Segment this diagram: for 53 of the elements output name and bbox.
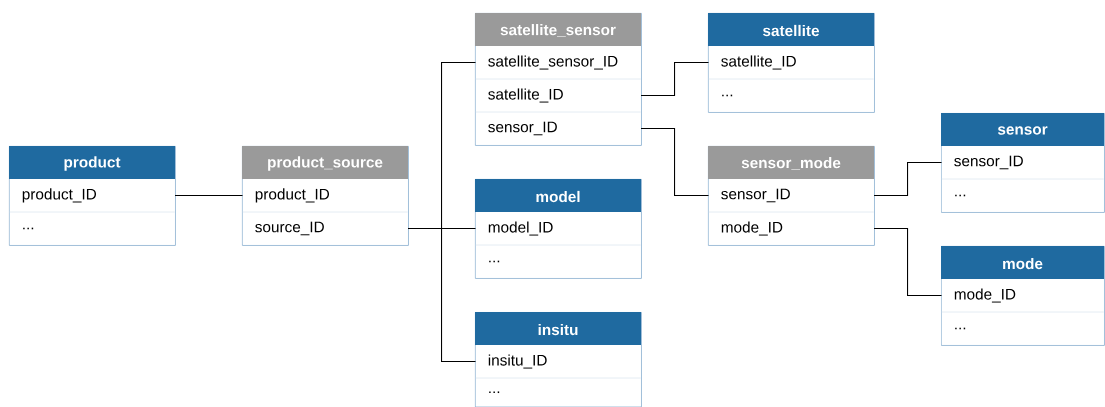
table-row: satellite_ID — [708, 46, 874, 79]
node-label: ... — [489, 391, 500, 394]
node-label: satellite_ID — [488, 88, 563, 103]
node-label: source_ID — [255, 221, 324, 236]
table-header: product_source — [242, 146, 408, 179]
connector-line — [640, 61, 710, 96]
table-header: product — [9, 146, 175, 179]
node-label: mode_ID — [954, 288, 1016, 303]
table-header: sensor — [941, 113, 1104, 146]
node-label: sensor_ID — [721, 188, 790, 203]
node-label: satellite_sensor_ID — [488, 55, 618, 70]
table-row: ... — [708, 78, 874, 112]
connector-line — [174, 194, 244, 196]
node-label: ... — [722, 94, 733, 97]
table-row: ... — [9, 211, 175, 245]
table-header: insitu — [475, 312, 641, 345]
table-row: mode_ID — [941, 279, 1104, 312]
table-row: model_ID — [475, 212, 641, 245]
connector-line — [640, 127, 710, 196]
connector-line — [407, 227, 477, 362]
node-label: insitu_ID — [488, 354, 547, 369]
table-row: sensor_ID — [941, 146, 1104, 179]
table-row: product_ID — [9, 179, 175, 212]
node-label: ... — [955, 194, 966, 197]
node-label: ... — [489, 260, 500, 263]
node-label: ... — [23, 227, 34, 230]
table-row: source_ID — [242, 211, 408, 245]
table-row: sensor_ID — [475, 111, 641, 145]
table-row: ... — [941, 178, 1104, 212]
table-header: satellite — [708, 13, 874, 46]
node-label: ... — [955, 327, 966, 330]
table-row: mode_ID — [708, 211, 874, 245]
node-label: product_ID — [255, 188, 330, 203]
table-row: satellite_sensor_ID — [475, 46, 641, 79]
table-row: ... — [475, 377, 641, 407]
connector-line — [873, 227, 943, 296]
node-label: product_ID — [22, 188, 97, 203]
table-row: satellite_ID — [475, 78, 641, 112]
node-label: sensor_ID — [488, 121, 557, 136]
table-header: sensor_mode — [708, 146, 874, 179]
table-row: product_ID — [242, 179, 408, 212]
node-label: model_ID — [488, 221, 553, 236]
node-label: mode_ID — [721, 221, 783, 236]
table-row: ... — [941, 311, 1104, 345]
node-label: sensor_ID — [954, 155, 1023, 170]
table-row: sensor_ID — [708, 179, 874, 212]
table-header: model — [475, 179, 641, 212]
connector-line — [873, 161, 943, 196]
node-label: satellite_ID — [721, 55, 796, 70]
table-header: mode — [941, 246, 1104, 279]
table-header: satellite_sensor — [475, 13, 641, 46]
table-row: insitu_ID — [475, 345, 641, 378]
table-row: ... — [475, 244, 641, 278]
